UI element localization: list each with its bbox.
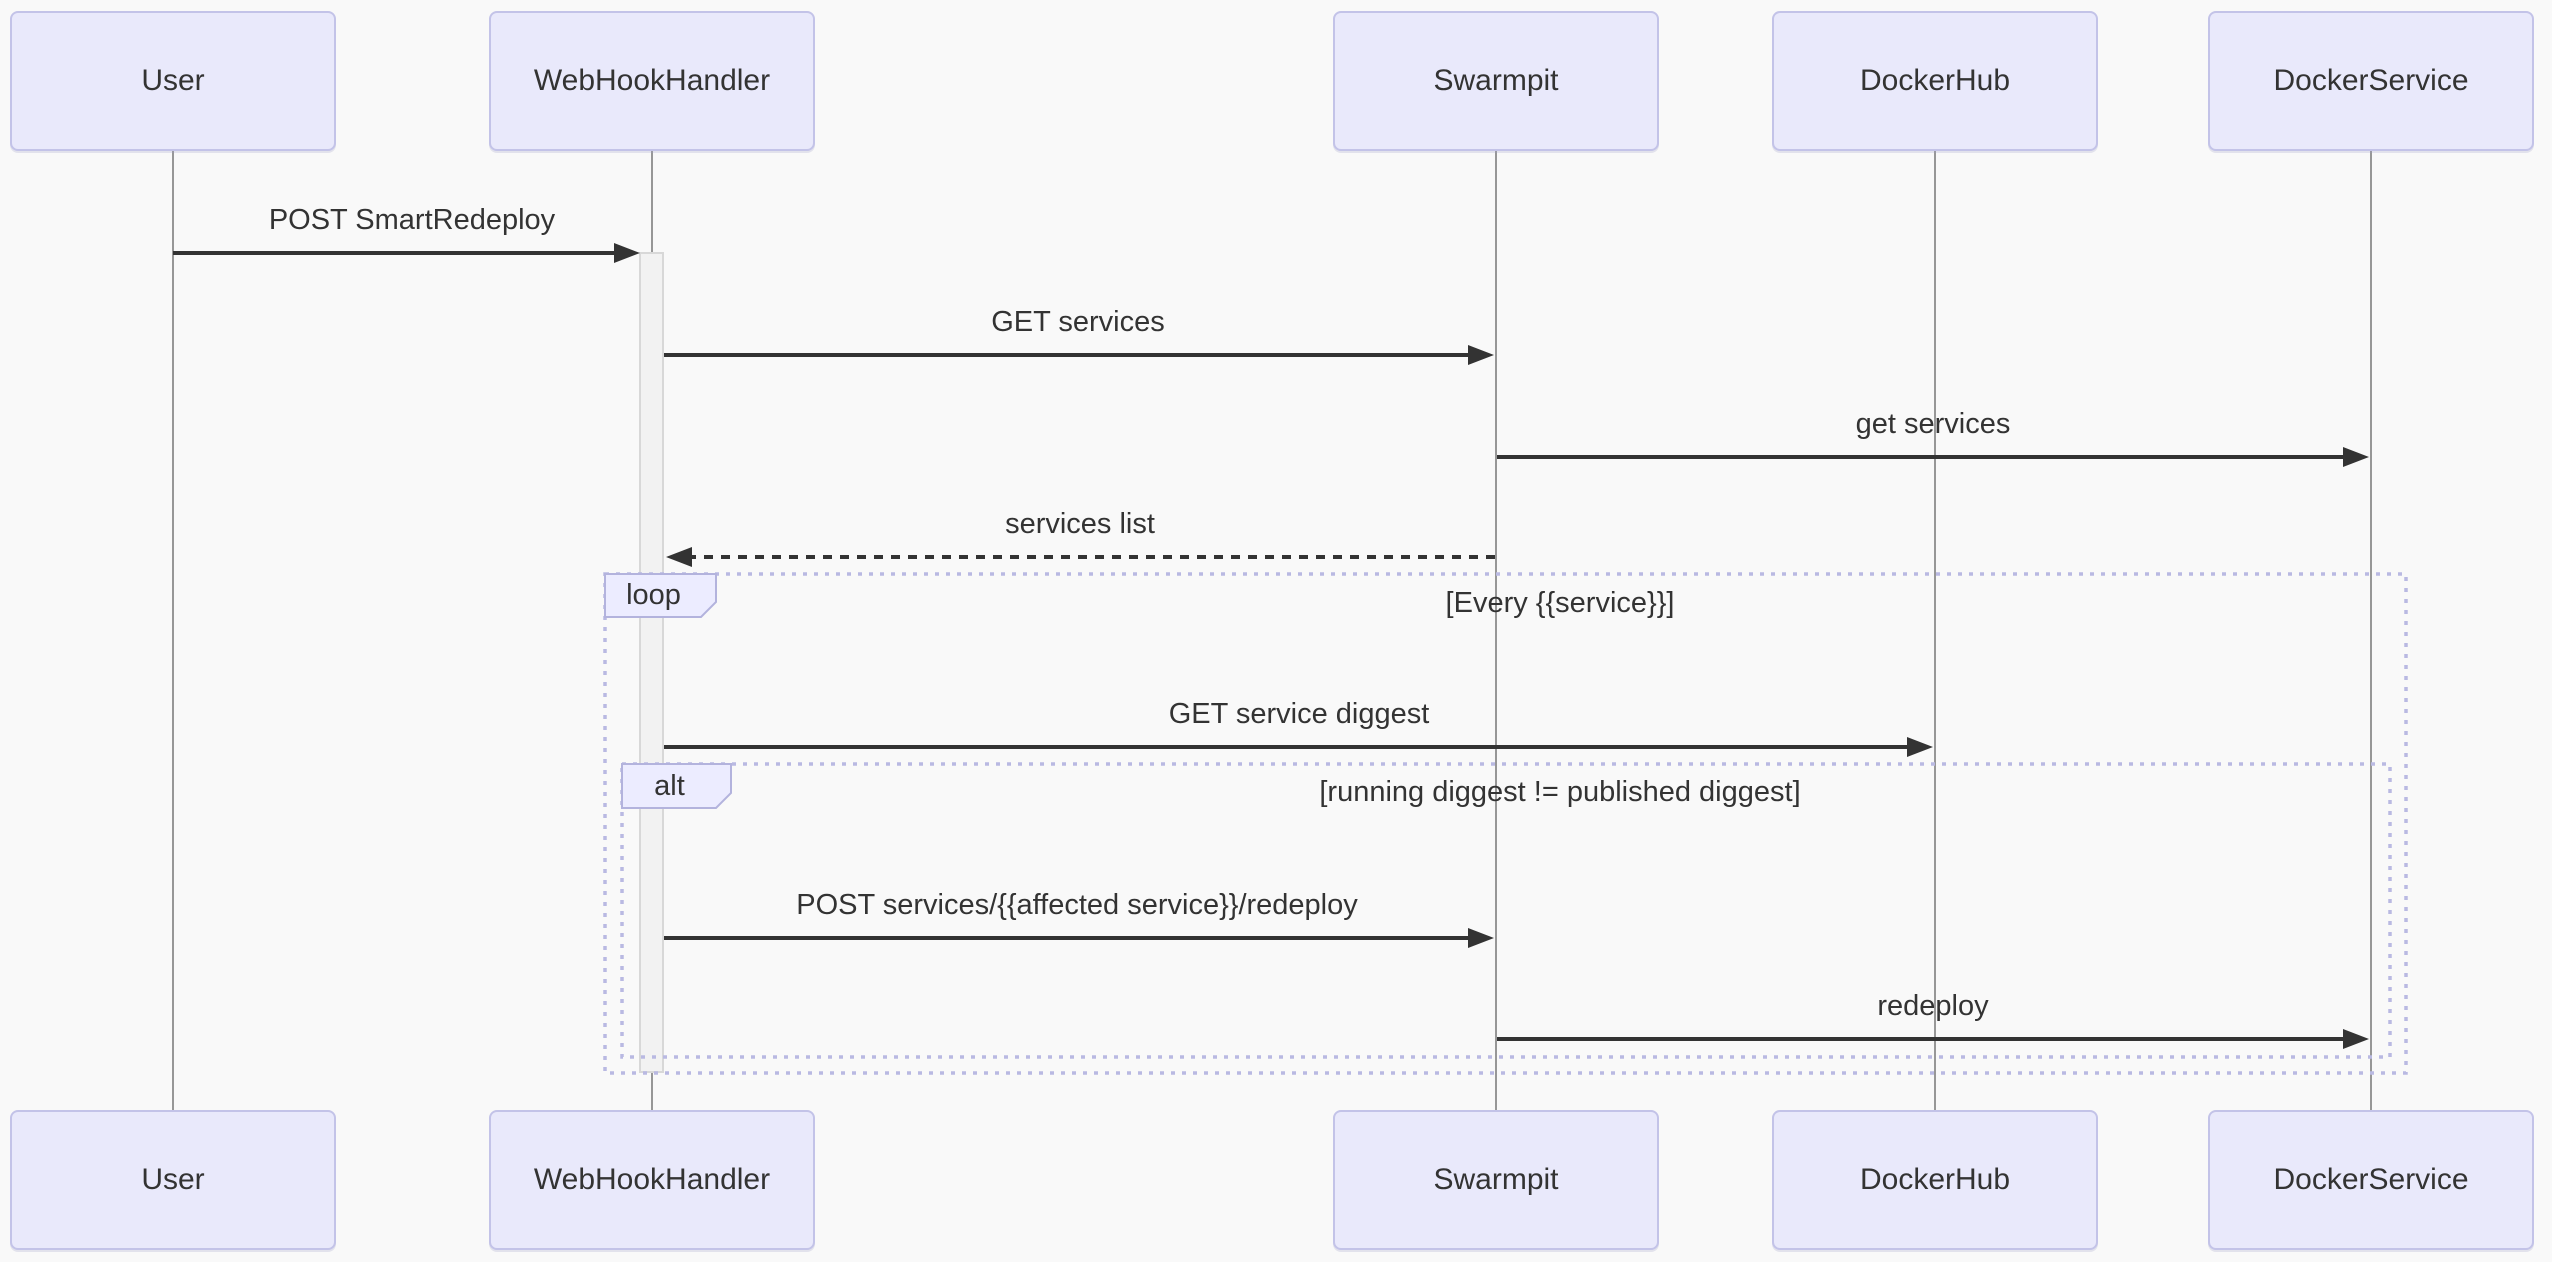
alt-condition-label: [running diggest != published diggest] <box>1319 776 1801 808</box>
actor-label: Swarmpit <box>1433 1163 1559 1196</box>
message-label-get-services-lower: get services <box>1855 408 2011 440</box>
actor-label: Swarmpit <box>1433 64 1559 97</box>
actor-label: DockerHub <box>1859 64 2011 97</box>
message-label-services-list: services list <box>1005 508 1155 540</box>
actor-label: DockerService <box>2273 64 2469 97</box>
arrowhead-services-list <box>666 547 692 567</box>
actor-label: DockerHub <box>1859 1163 2011 1196</box>
message-label-post-smartredeploy: POST SmartRedeploy <box>268 204 556 236</box>
message-label-get-service-diggest: GET service diggest <box>1168 698 1430 730</box>
actor-label: DockerService <box>2273 1163 2469 1196</box>
alt-tag-label: alt <box>654 769 685 802</box>
actor-top-user: User <box>10 11 336 151</box>
actor-bottom-swarmpit: Swarmpit <box>1333 1110 1659 1250</box>
actor-label: WebHookHandler <box>533 1163 771 1196</box>
activation-bar-webhookhandler <box>639 252 664 1073</box>
arrowhead-get-services <box>1468 345 1494 365</box>
loop-fragment-box <box>603 572 2408 1075</box>
actor-label: User <box>141 64 205 97</box>
loop-tag-label: loop <box>626 579 681 611</box>
actor-bottom-user: User <box>10 1110 336 1250</box>
arrowhead-redeploy <box>2343 1029 2369 1049</box>
arrowhead-post-redeploy <box>1468 928 1494 948</box>
actor-label: WebHookHandler <box>533 64 771 97</box>
actor-label: User <box>141 1163 205 1196</box>
arrowhead-post-smartredeploy <box>614 243 640 263</box>
actor-top-dockerhub: DockerHub <box>1772 11 2098 151</box>
loop-condition-label: [Every {{service}}] <box>1445 587 1675 619</box>
actor-top-dockerservice: DockerService <box>2208 11 2534 151</box>
actor-bottom-dockerservice: DockerService <box>2208 1110 2534 1250</box>
actor-bottom-dockerhub: DockerHub <box>1772 1110 2098 1250</box>
arrowhead-get-service-diggest <box>1907 737 1933 757</box>
arrowhead-get-services-lower <box>2343 447 2369 467</box>
message-label-get-services: GET services <box>991 306 1165 338</box>
alt-tag-shape <box>621 763 732 809</box>
actor-bottom-webhookhandler: WebHookHandler <box>489 1110 815 1250</box>
message-label-redeploy: redeploy <box>1877 990 1989 1022</box>
alt-fragment-box <box>620 762 2392 1059</box>
actor-top-webhookhandler: WebHookHandler <box>489 11 815 151</box>
message-label-post-redeploy: POST services/{{affected service}}/redep… <box>796 889 1358 921</box>
actor-top-swarmpit: Swarmpit <box>1333 11 1659 151</box>
loop-tag-shape <box>604 573 717 618</box>
